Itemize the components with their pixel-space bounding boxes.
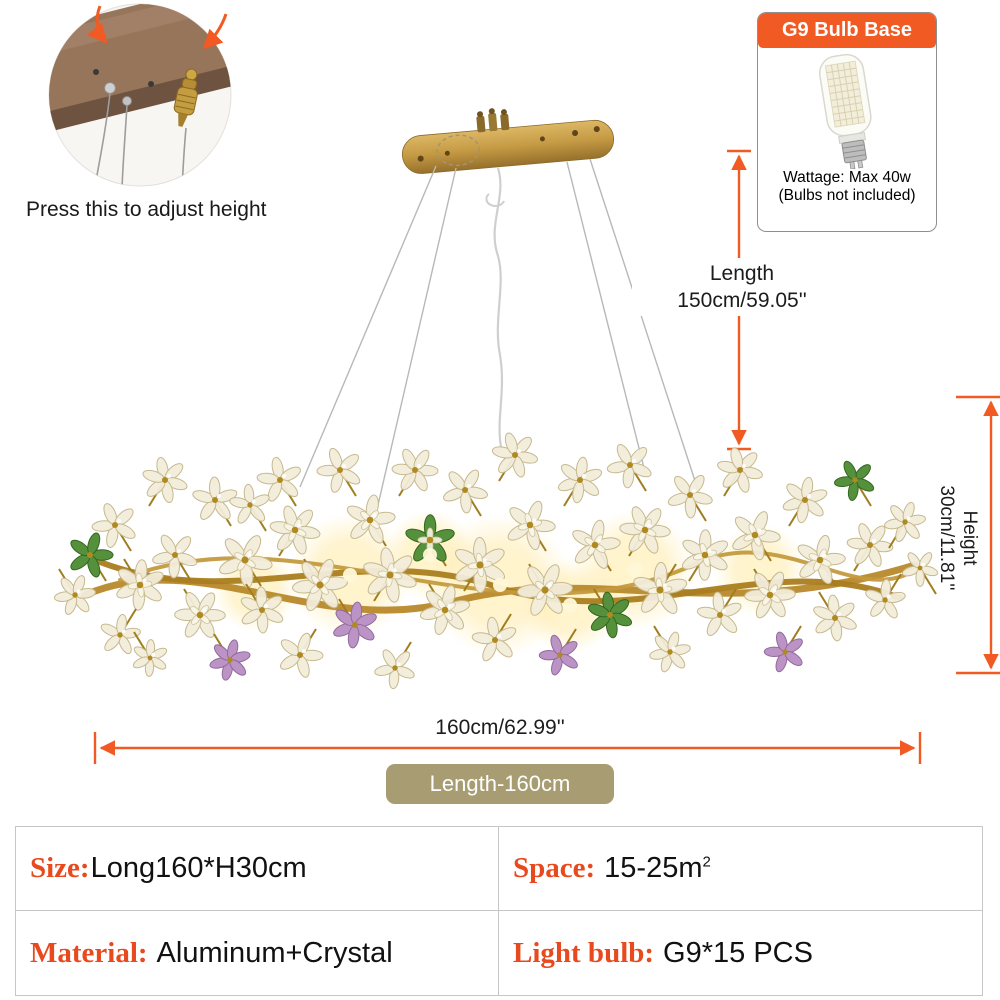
spec-space-number: 15-25m (604, 852, 703, 884)
mount-hole (93, 69, 99, 75)
screw-icon (122, 96, 132, 106)
cable-length-word: Length (709, 262, 775, 285)
spec-material-value: Aluminum+Crystal (156, 936, 393, 969)
mount-hole (148, 81, 154, 87)
bulb-box-title: G9 Bulb Base (758, 13, 936, 48)
length-badge: Length-160cm (386, 764, 614, 804)
spec-space-label: Space: (513, 852, 596, 884)
cable-length-label: Length 150cm/59.05'' (632, 258, 852, 316)
dimension-arrows (93, 149, 1000, 764)
spec-space-cell: Space: 15-25m2 (499, 827, 982, 911)
height-word: Height (959, 510, 980, 566)
height-label: Height 30cm/11.81'' (935, 438, 981, 638)
width-label: 160cm/62.99'' (435, 716, 565, 739)
g9-bulb-icon (818, 53, 872, 169)
annotation-arrow-icon (87, 5, 108, 44)
height-adjuster-knob[interactable] (171, 67, 203, 128)
inset-caption: Press this to adjust height (26, 198, 267, 221)
spec-material-cell: Material: Aluminum+Crystal (16, 911, 499, 995)
suspension-wires (299, 158, 699, 506)
annotation-arrow-icon (202, 13, 228, 50)
spec-bulb-label: Light bulb: (513, 936, 655, 969)
bulb-note: (Bulbs not included) (778, 187, 916, 204)
spec-space-sup: 2 (702, 853, 711, 871)
ceiling-plate (401, 108, 615, 174)
spec-material-label: Material: (30, 936, 148, 969)
spec-size-label: Size: (30, 852, 90, 884)
spec-bulb-value: G9*15 PCS (663, 936, 813, 969)
spec-size-value: Long160*H30cm (90, 852, 307, 884)
spec-table: Size: Long160*H30cm Space: 15-25m2 Mater… (15, 826, 983, 996)
height-adjuster-inset (48, 3, 232, 187)
spec-space-value: 15-25m2 (604, 852, 711, 885)
spec-bulb-cell: Light bulb: G9*15 PCS (499, 911, 982, 995)
cable-length-value: 150cm/59.05'' (677, 289, 807, 312)
bulb-wattage: Wattage: Max 40w (783, 169, 911, 186)
spec-size-cell: Size: Long160*H30cm (16, 827, 499, 911)
screw-icon (104, 82, 116, 94)
bulb-info-box: G9 Bulb Base Wattage: Max 40w (Bulbs not… (757, 12, 937, 232)
chandelier-image (53, 432, 939, 690)
adjust-button-highlight[interactable] (436, 134, 480, 168)
height-value: 30cm/11.81'' (936, 485, 957, 591)
